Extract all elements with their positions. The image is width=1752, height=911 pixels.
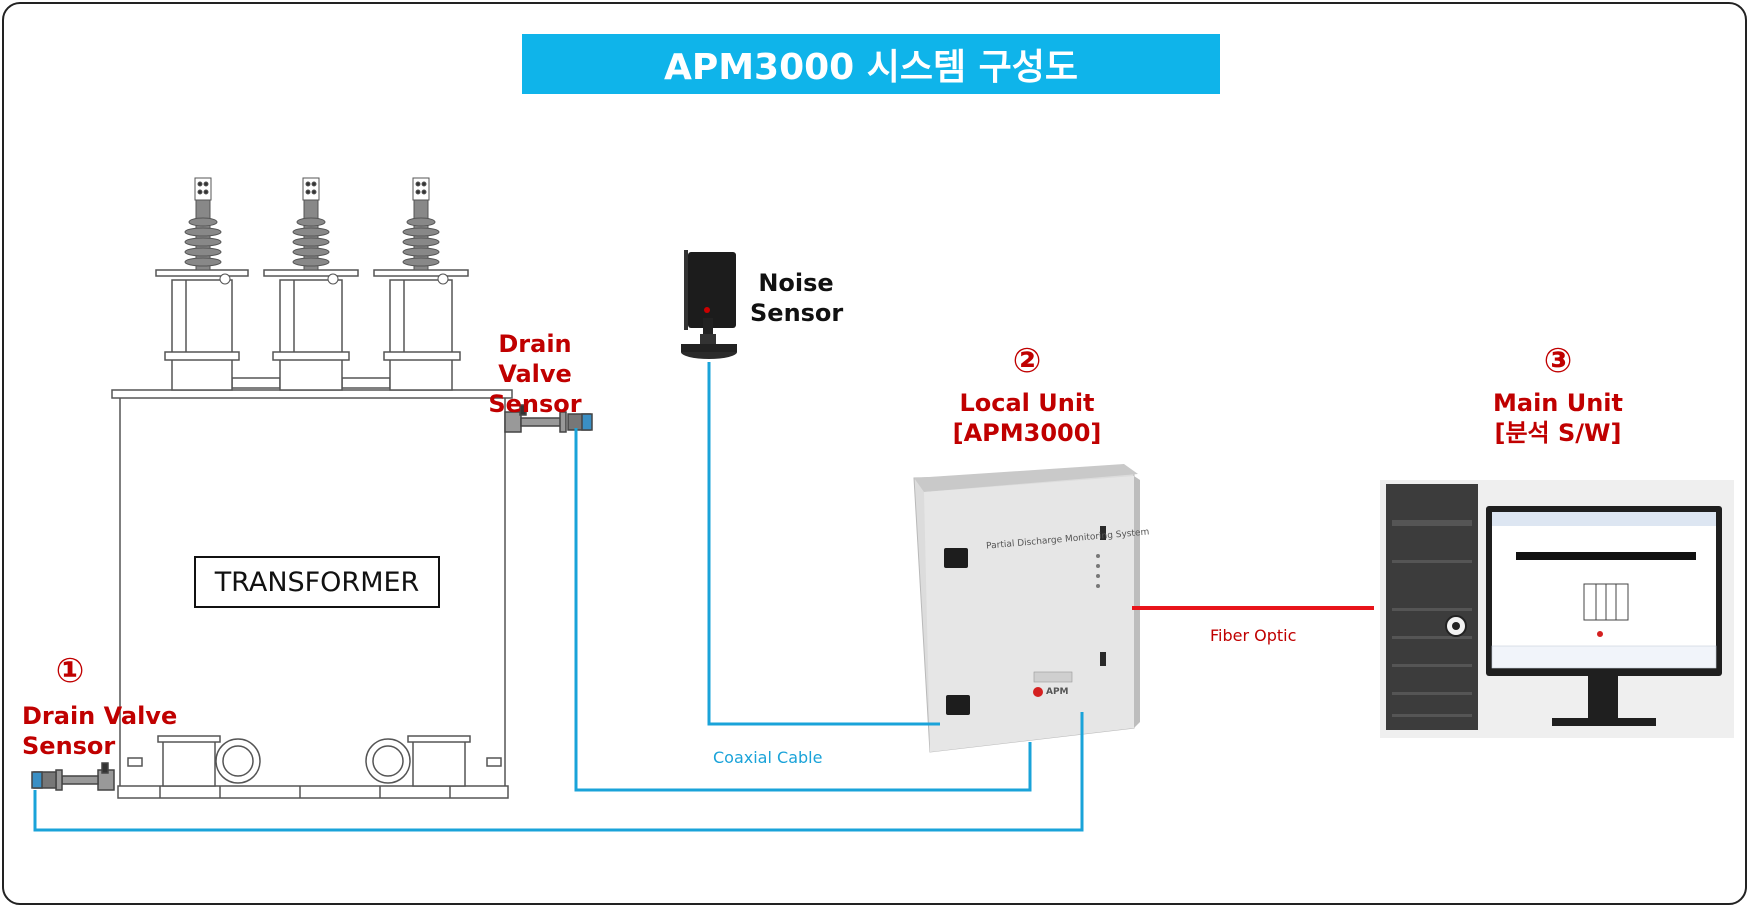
coax-cable-top-valve (574, 428, 1032, 792)
main-unit-computer (1380, 480, 1734, 738)
local-unit-label: Local Unit [APM3000] (947, 388, 1107, 448)
sensor1-number: ① (55, 651, 85, 691)
coax-cable-noise (707, 362, 940, 726)
bushing-2 (263, 269, 359, 391)
sensor1-line1: Drain Valve (22, 702, 178, 730)
insulator-stacks (184, 177, 449, 285)
transformer-label: TRANSFORMER (194, 556, 440, 608)
fiber-optic-label: Fiber Optic (1210, 626, 1297, 645)
noise-sensor-label: Noise Sensor (750, 268, 844, 328)
drain-valve-top (504, 404, 593, 433)
local-unit-brand: APM (1046, 687, 1069, 697)
local-unit-line2: [APM3000] (952, 419, 1102, 447)
bushing-1 (155, 269, 249, 391)
coaxial-cable-label: Coaxial Cable (713, 748, 823, 767)
sensor-top-line2: Sensor (488, 390, 582, 418)
main-unit-number: ③ (1543, 341, 1573, 381)
drain-valve-bottom (31, 762, 115, 791)
noise-sensor-line2: Sensor (750, 299, 844, 327)
diagram-title: APM3000 시스템 구성도 (522, 34, 1220, 94)
coax-cable-bottom-valve (33, 712, 1084, 832)
sensor1-label: Drain Valve Sensor (22, 701, 177, 761)
noise-sensor-device (681, 250, 737, 359)
sensor1-line2: Sensor (22, 732, 116, 760)
sensor-top-line1: Drain Valve (498, 330, 572, 388)
main-unit-label: Main Unit [분석 S/W] (1478, 388, 1638, 448)
local-unit-line1: Local Unit (959, 389, 1095, 417)
local-unit-cabinet (913, 464, 1140, 753)
main-unit-line1: Main Unit (1492, 389, 1624, 417)
noise-sensor-line1: Noise (758, 269, 834, 297)
main-unit-line2: [분석 S/W] (1494, 419, 1622, 447)
sensor-top-label: Drain Valve Sensor (460, 329, 610, 419)
local-unit-number: ② (1012, 341, 1042, 381)
bushing-3 (373, 269, 469, 391)
